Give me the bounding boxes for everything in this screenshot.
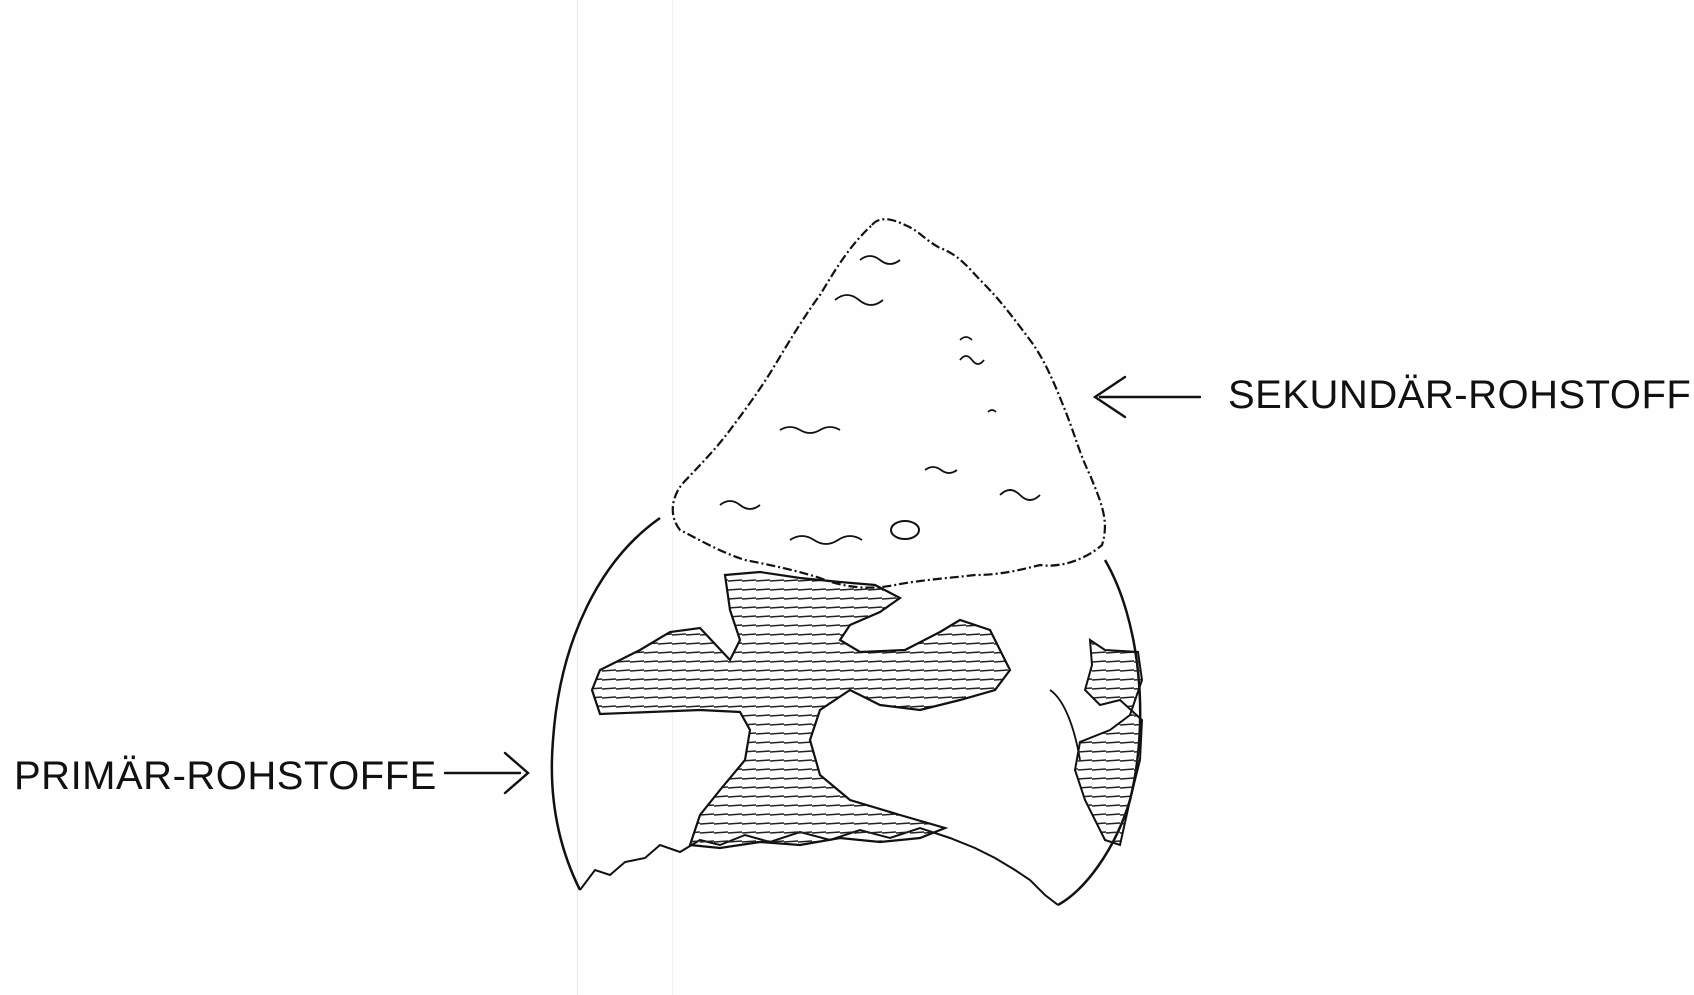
pile-scribble [960, 337, 972, 340]
continent-right-edge [1050, 690, 1080, 760]
pile-scribble [988, 410, 996, 412]
pile-scribble [835, 295, 883, 305]
continent-right [1075, 640, 1142, 845]
primary-raw-materials-label: PRIMÄR-ROHSTOFFE [14, 756, 437, 796]
arrow-primary [445, 753, 528, 793]
pile-scribble [720, 501, 760, 509]
arrow-secondary [1095, 377, 1200, 417]
pile-scribble [860, 256, 900, 264]
pile-scribble [790, 536, 862, 544]
pile-scribble [925, 467, 957, 473]
secondary-raw-materials-label: SEKUNDÄR-ROHSTOFFE [1228, 375, 1694, 415]
secondary-pile-outline [673, 219, 1105, 587]
pile-scribble [960, 356, 984, 364]
pile-scribble [1000, 490, 1040, 500]
pile-scribble [891, 521, 919, 539]
pile-scribble [780, 427, 840, 433]
continent-main [592, 572, 1010, 848]
